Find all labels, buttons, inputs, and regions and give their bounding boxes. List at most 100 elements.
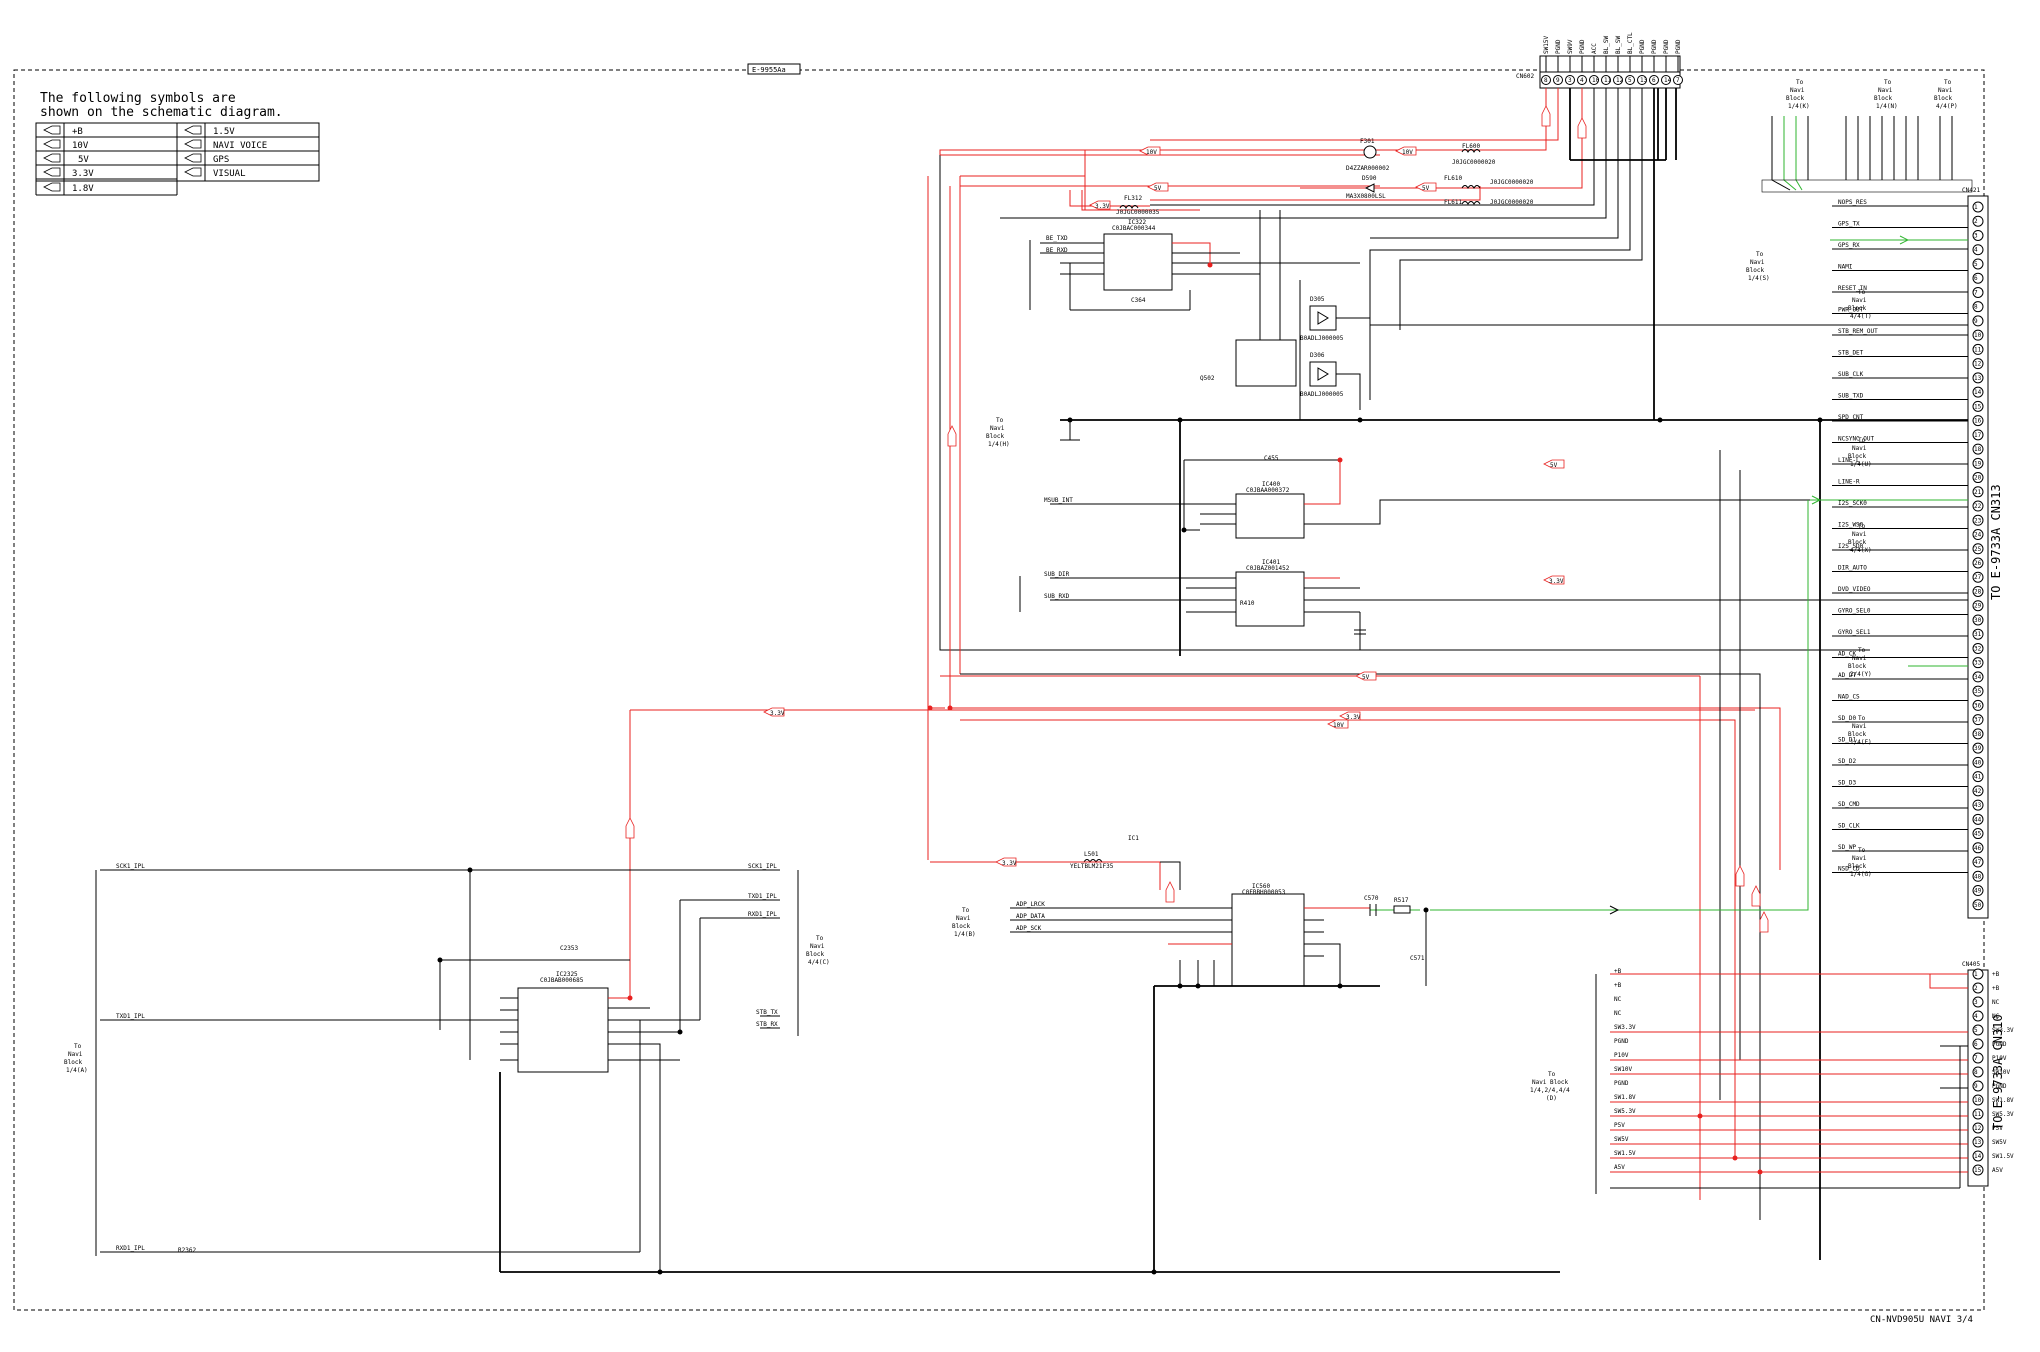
svg-text:shown on the schematic diagram: shown on the schematic diagram.	[40, 105, 283, 120]
svg-text:Navi Block: Navi Block	[1532, 1079, 1569, 1086]
svg-text:Block: Block	[1746, 267, 1764, 274]
cn405-signal-label-left: PGND	[1614, 1038, 1629, 1045]
diode-d305: D305 B0ADLJ000005	[1300, 296, 1344, 342]
svg-text:4/4(T): 4/4(T)	[1850, 313, 1872, 320]
svg-text:1/4(G): 1/4(G)	[1850, 871, 1872, 878]
svg-text:The following symbols are: The following symbols are	[40, 91, 236, 106]
cn405-pin	[1972, 1094, 1984, 1106]
cn405-pin	[1972, 1150, 1984, 1162]
cn421-pin	[1972, 685, 1984, 697]
cn602-pin	[1589, 75, 1599, 85]
cn602-pin-number: 7	[1676, 77, 1680, 84]
svg-text:C571: C571	[1410, 955, 1425, 962]
cn421-pin-number: 6	[1974, 275, 1978, 282]
cn421-signal-label: GYRO_SEL1	[1838, 629, 1871, 636]
svg-text:Navi: Navi	[68, 1051, 83, 1058]
cn421-pin-number: 35	[1974, 688, 1982, 695]
cn421-pin	[1972, 457, 1984, 469]
svg-text:To: To	[74, 1043, 82, 1050]
cn421-pin	[1972, 628, 1984, 640]
svg-text:To: To	[1858, 647, 1866, 654]
svg-text:C364: C364	[1131, 297, 1146, 304]
svg-text:5V: 5V	[1550, 462, 1558, 469]
cn405-pin-number: 8	[1974, 1069, 1978, 1076]
svg-text:Navi: Navi	[1852, 723, 1867, 730]
cn421-pin-number: 38	[1974, 731, 1982, 738]
cn421-signal-label: PWR_OUT	[1838, 307, 1864, 314]
cn602-pin	[1613, 75, 1623, 85]
cn421-signal-label: RESET_IN	[1838, 285, 1867, 292]
svg-text:4/4(C): 4/4(C)	[808, 959, 830, 966]
svg-text:Navi: Navi	[1852, 445, 1867, 452]
svg-text:Block: Block	[64, 1059, 82, 1066]
svg-text:To: To	[1858, 847, 1866, 854]
svg-text:SCK1_IPL: SCK1_IPL	[116, 863, 145, 870]
cn421-pin-number: 17	[1974, 432, 1982, 439]
cn421-signal-label: GYRO_SEL0	[1838, 608, 1871, 615]
cn405-pin-number: 7	[1974, 1055, 1978, 1062]
cn602-pin	[1541, 75, 1551, 85]
svg-text:RXD1_IPL: RXD1_IPL	[116, 1245, 145, 1252]
cn602-pin	[1661, 75, 1671, 85]
svg-text:To: To	[1548, 1071, 1556, 1078]
svg-text:IC322: IC322	[1128, 219, 1146, 226]
cn421-pin	[1972, 343, 1984, 355]
cn405-pin-number: 1	[1974, 971, 1978, 978]
cn421-signal-label: SPD_CNT	[1838, 414, 1864, 421]
svg-text:MA3X0800LSL: MA3X0800LSL	[1346, 193, 1386, 200]
svg-text:D590: D590	[1362, 175, 1377, 182]
cn405-signal-label-right: SW5.3V	[1992, 1111, 2014, 1118]
cn421-pin	[1972, 614, 1984, 626]
cn405-signal-label-right: +B	[1992, 971, 2000, 978]
cn421-pin	[1972, 585, 1984, 597]
svg-text:1/4(H): 1/4(H)	[988, 441, 1010, 448]
cn421-signal-label: SD_D1	[1838, 737, 1856, 744]
cn421-pin-number: 18	[1974, 446, 1982, 453]
cn602-pin	[1577, 75, 1587, 85]
cn421-pin	[1972, 714, 1984, 726]
cn421-pin	[1972, 429, 1984, 441]
svg-text:4/4(X): 4/4(X)	[1850, 547, 1872, 554]
cn421-pin-number: 45	[1974, 831, 1982, 838]
svg-text:4/4(P): 4/4(P)	[1936, 103, 1958, 110]
svg-text:1.5V: 1.5V	[213, 127, 235, 137]
ic560-left: ADP_LRCK ADP_DATA ADP_SCK To Navi Block …	[952, 901, 1045, 938]
svg-text:J0JGC0000020: J0JGC0000020	[1490, 179, 1534, 186]
cn405-signal-label-left: SW5.3V	[1614, 1108, 1636, 1115]
cn421-pin	[1972, 657, 1984, 669]
cn421-signal-label: LINE-L	[1838, 457, 1860, 464]
svg-text:1/4,2/4,4/4: 1/4,2/4,4/4	[1530, 1087, 1570, 1094]
cn602-pin	[1553, 75, 1563, 85]
cn602-pin-label: PGND	[1663, 39, 1670, 54]
cn421-signal-label: LINE-R	[1838, 479, 1860, 486]
cn421-pin-number: 11	[1974, 346, 1982, 353]
cn602-pin-label: ACC	[1591, 43, 1598, 54]
svg-text:C0JBAC000344: C0JBAC000344	[1112, 225, 1156, 232]
net-labels-mid: 3.3V 3.3V 10V 5V 5V 3.3V	[625, 425, 1769, 933]
cn421-signal-label: STB_DET	[1838, 350, 1864, 357]
cn421-signal-label: AD_CK	[1838, 651, 1856, 658]
svg-text:Block: Block	[1848, 305, 1866, 312]
cn421-pin-number: 12	[1974, 361, 1982, 368]
cn421-signal-label: SD_WP	[1838, 844, 1856, 851]
cn421-pin	[1972, 372, 1984, 384]
cn421-pin	[1972, 870, 1984, 882]
svg-text:3.3V: 3.3V	[770, 710, 785, 717]
cn421-pin-number: 5	[1974, 261, 1978, 268]
svg-text:R517: R517	[1394, 897, 1409, 904]
cn405-signal-label-right: SW1.8V	[1992, 1097, 2014, 1104]
svg-text:J0JGC0000020: J0JGC0000020	[1490, 199, 1534, 206]
svg-text:VISUAL: VISUAL	[213, 169, 246, 179]
cn405-pin	[1972, 1052, 1984, 1064]
cn602-pin-number: 6	[1652, 77, 1656, 84]
svg-text:C2353: C2353	[560, 945, 578, 952]
cn421-pin	[1972, 799, 1984, 811]
svg-text:To: To	[1944, 79, 1952, 86]
cn405-pin	[1972, 1108, 1984, 1120]
svg-text:J0JGC0000035: J0JGC0000035	[1116, 209, 1160, 216]
cn602-pin-number: 10	[1592, 77, 1600, 84]
cn405-pin	[1972, 1038, 1984, 1050]
cn421-pin-number: 31	[1974, 631, 1982, 638]
cn421-pin	[1972, 258, 1984, 270]
